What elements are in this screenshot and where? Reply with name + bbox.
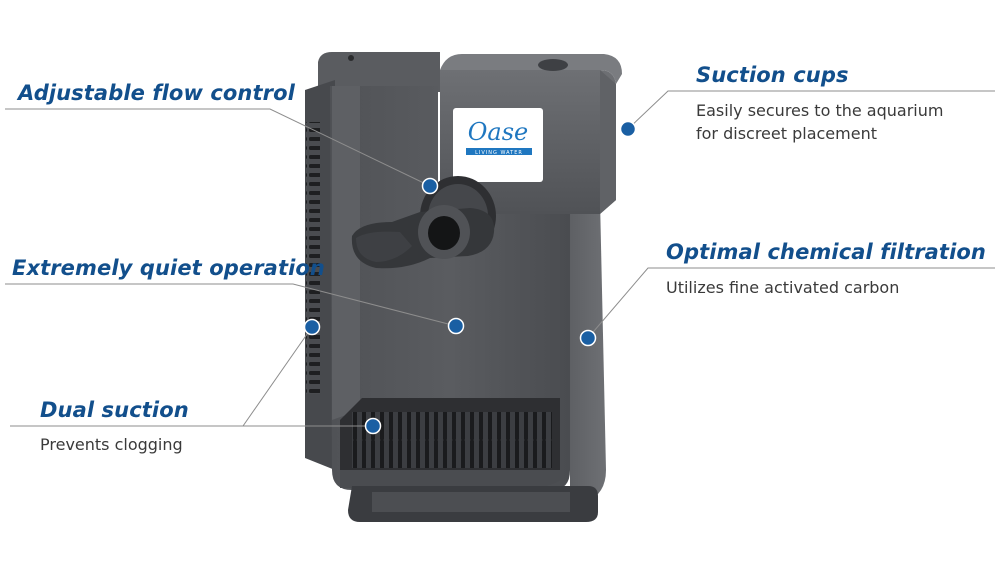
callout-desc-cups-line-2: for discreet placement: [696, 124, 877, 143]
leader-lines: [5, 90, 995, 427]
callout-title-suction: Dual suction: [40, 398, 189, 422]
marker-quiet: [447, 317, 465, 335]
leader-flow: [5, 108, 431, 187]
callout-desc-suction: Prevents clogging: [40, 435, 183, 454]
leader-cups: [627, 90, 995, 130]
filter-intake-slots-bottom: [352, 412, 552, 468]
marker-filtration: [579, 329, 597, 347]
callout-desc-cups-line-1: Easily secures to the aquarium: [696, 101, 944, 120]
filter-top-ledge: [318, 52, 440, 92]
callout-title-quiet: Extremely quiet operation: [12, 256, 325, 280]
marker-cups: [619, 120, 637, 138]
callout-title-filtration: Optimal chemical filtration: [666, 240, 986, 264]
filter-left-rail: [332, 86, 360, 420]
marker-flow: [421, 177, 439, 195]
logo-card: [453, 108, 543, 182]
leader-quiet: [5, 283, 457, 327]
callout-title-cups: Suction cups: [696, 63, 849, 87]
callout-title-flow: Adjustable flow control: [18, 81, 295, 105]
filter-top-hole: [348, 55, 354, 61]
callout-desc-filtration: Utilizes fine activated carbon: [666, 278, 900, 297]
marker-suction-side: [303, 318, 321, 336]
brand-tagline: LIVING WATER: [475, 150, 523, 156]
filter-front-panel: [330, 86, 570, 490]
filter-right-side: [570, 200, 606, 502]
filter-top-button: [538, 59, 568, 71]
leader-filtration: [587, 267, 995, 339]
marker-suction-bottom: [364, 417, 382, 435]
brand-logo: Oase: [468, 118, 529, 146]
callout-markers: [303, 120, 637, 435]
